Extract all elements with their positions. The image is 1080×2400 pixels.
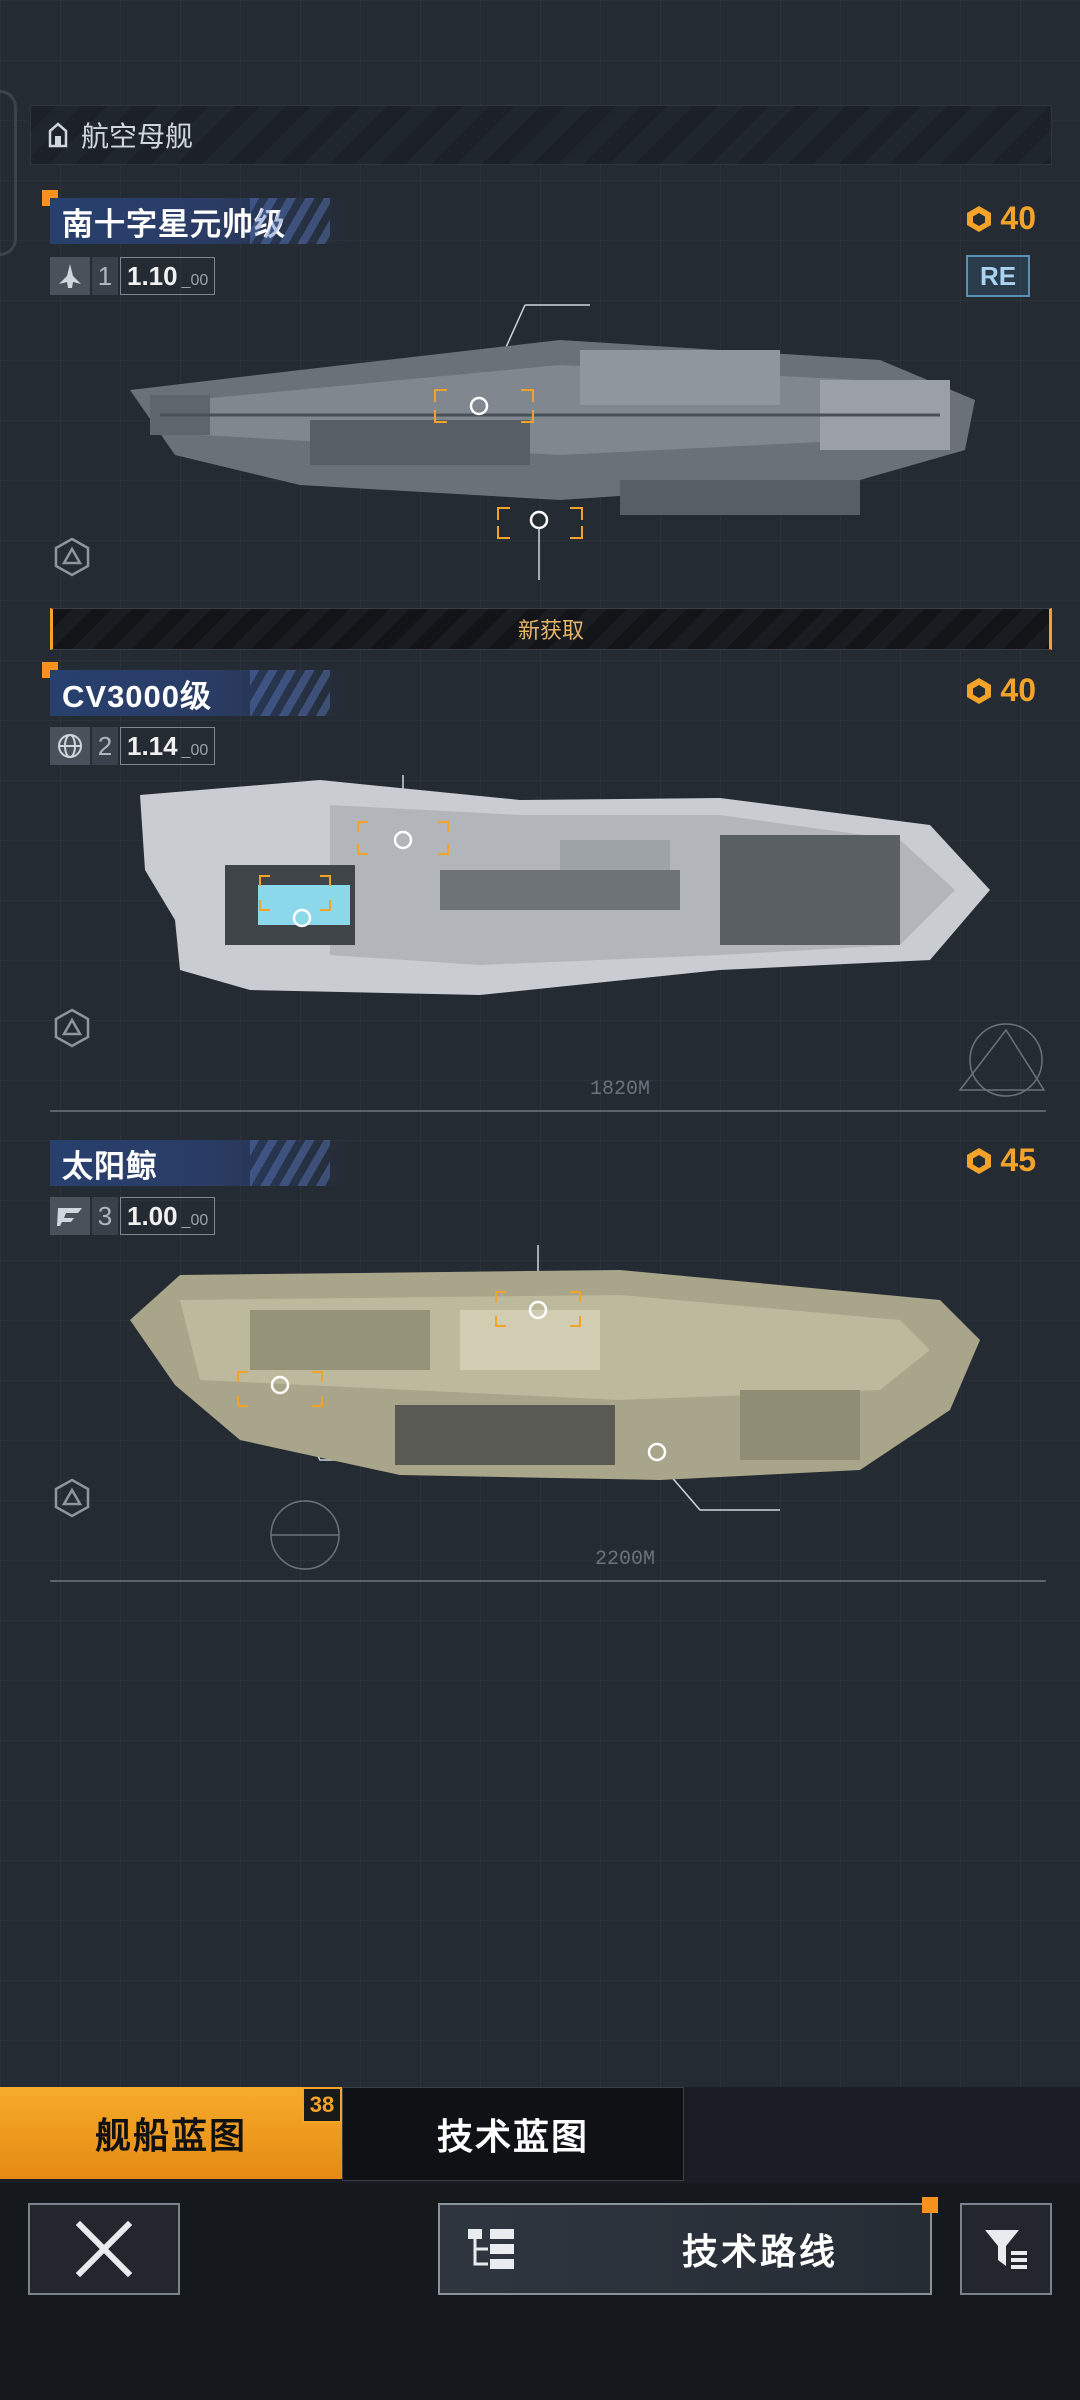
tab-ship-blueprint[interactable]: 舰船蓝图 38 xyxy=(0,2087,342,2179)
ship-card-2[interactable]: CV3000级 2 1.14_00 40 xyxy=(0,660,1080,1130)
close-icon xyxy=(75,2220,133,2278)
globe-icon xyxy=(50,727,90,765)
cost-icon xyxy=(967,205,992,232)
ship-stats: 2 1.14_00 xyxy=(50,726,216,766)
cost-icon xyxy=(967,677,992,704)
ship-multiplier: 1.14_00 xyxy=(120,727,216,765)
ship-multiplier: 1.00_00 xyxy=(120,1197,216,1235)
ship-image[interactable] xyxy=(0,290,1080,590)
faction-emblem-icon xyxy=(50,1197,90,1235)
count-badge: 38 xyxy=(302,2087,342,2123)
ship-card-1[interactable]: 南十字星元帅级 1 1.10_00 40 RE xyxy=(0,0,1080,660)
ship-name: 南十字星元帅级 xyxy=(62,206,286,242)
blueprint-decor xyxy=(958,1023,1046,1097)
ship-image[interactable] xyxy=(0,1210,1080,1550)
blueprint-decor xyxy=(270,1500,340,1570)
new-acquired-banner: 新获取 xyxy=(50,608,1052,650)
length-label: 1820M xyxy=(590,1078,651,1101)
ship-cost: 40 xyxy=(964,200,1036,237)
ship-image[interactable] xyxy=(0,760,1080,1020)
ship-name: CV3000级 xyxy=(62,678,213,714)
tech-route-button[interactable]: 技术路线 xyxy=(438,2197,938,2295)
fighter-icon xyxy=(50,257,90,295)
ship-name-bar: CV3000级 xyxy=(50,670,350,716)
ship-level: 3 xyxy=(92,1197,118,1235)
ship-name-bar: 太阳鲸 xyxy=(50,1140,350,1186)
ship-cost: 40 xyxy=(964,672,1036,709)
filter-button[interactable] xyxy=(960,2203,1052,2295)
length-label: 2200M xyxy=(595,1548,656,1571)
bottom-bar: 技术路线 xyxy=(0,2183,1080,2400)
ship-card-3[interactable]: 太阳鲸 3 1.00_00 45 xyxy=(0,1130,1080,1600)
length-ruler xyxy=(50,1570,1046,1582)
ship-stats: 3 1.00_00 xyxy=(50,1196,216,1236)
cost-icon xyxy=(967,1147,992,1174)
tab-label: 技术蓝图 xyxy=(436,2116,589,2157)
ship-name-bar: 南十字星元帅级 xyxy=(50,198,350,244)
triangle-icon[interactable] xyxy=(52,1008,92,1048)
filter-icon xyxy=(985,2230,1027,2269)
house-icon xyxy=(48,122,68,148)
section-header: 航空母舰 xyxy=(30,105,1052,165)
ship-level: 2 xyxy=(92,727,118,765)
notification-dot xyxy=(922,2197,938,2213)
blueprint-tabs: 舰船蓝图 38 技术蓝图 xyxy=(0,2087,1080,2183)
triangle-icon[interactable] xyxy=(52,537,92,577)
re-badge: RE xyxy=(966,255,1030,297)
tree-list-icon xyxy=(468,2229,514,2269)
section-title: 航空母舰 xyxy=(81,121,194,152)
length-ruler xyxy=(50,1100,1046,1112)
close-button[interactable] xyxy=(28,2203,180,2295)
ship-cost: 45 xyxy=(964,1142,1036,1179)
tab-tech-blueprint[interactable]: 技术蓝图 xyxy=(342,2087,684,2181)
tab-label: 舰船蓝图 xyxy=(94,2115,247,2156)
ship-stats: 1 1.10_00 xyxy=(50,256,216,296)
ship-multiplier: 1.10_00 xyxy=(120,257,216,295)
tech-route-label: 技术路线 xyxy=(681,2231,838,2272)
ship-name: 太阳鲸 xyxy=(62,1148,158,1184)
triangle-icon[interactable] xyxy=(52,1478,92,1518)
ship-level: 1 xyxy=(92,257,118,295)
